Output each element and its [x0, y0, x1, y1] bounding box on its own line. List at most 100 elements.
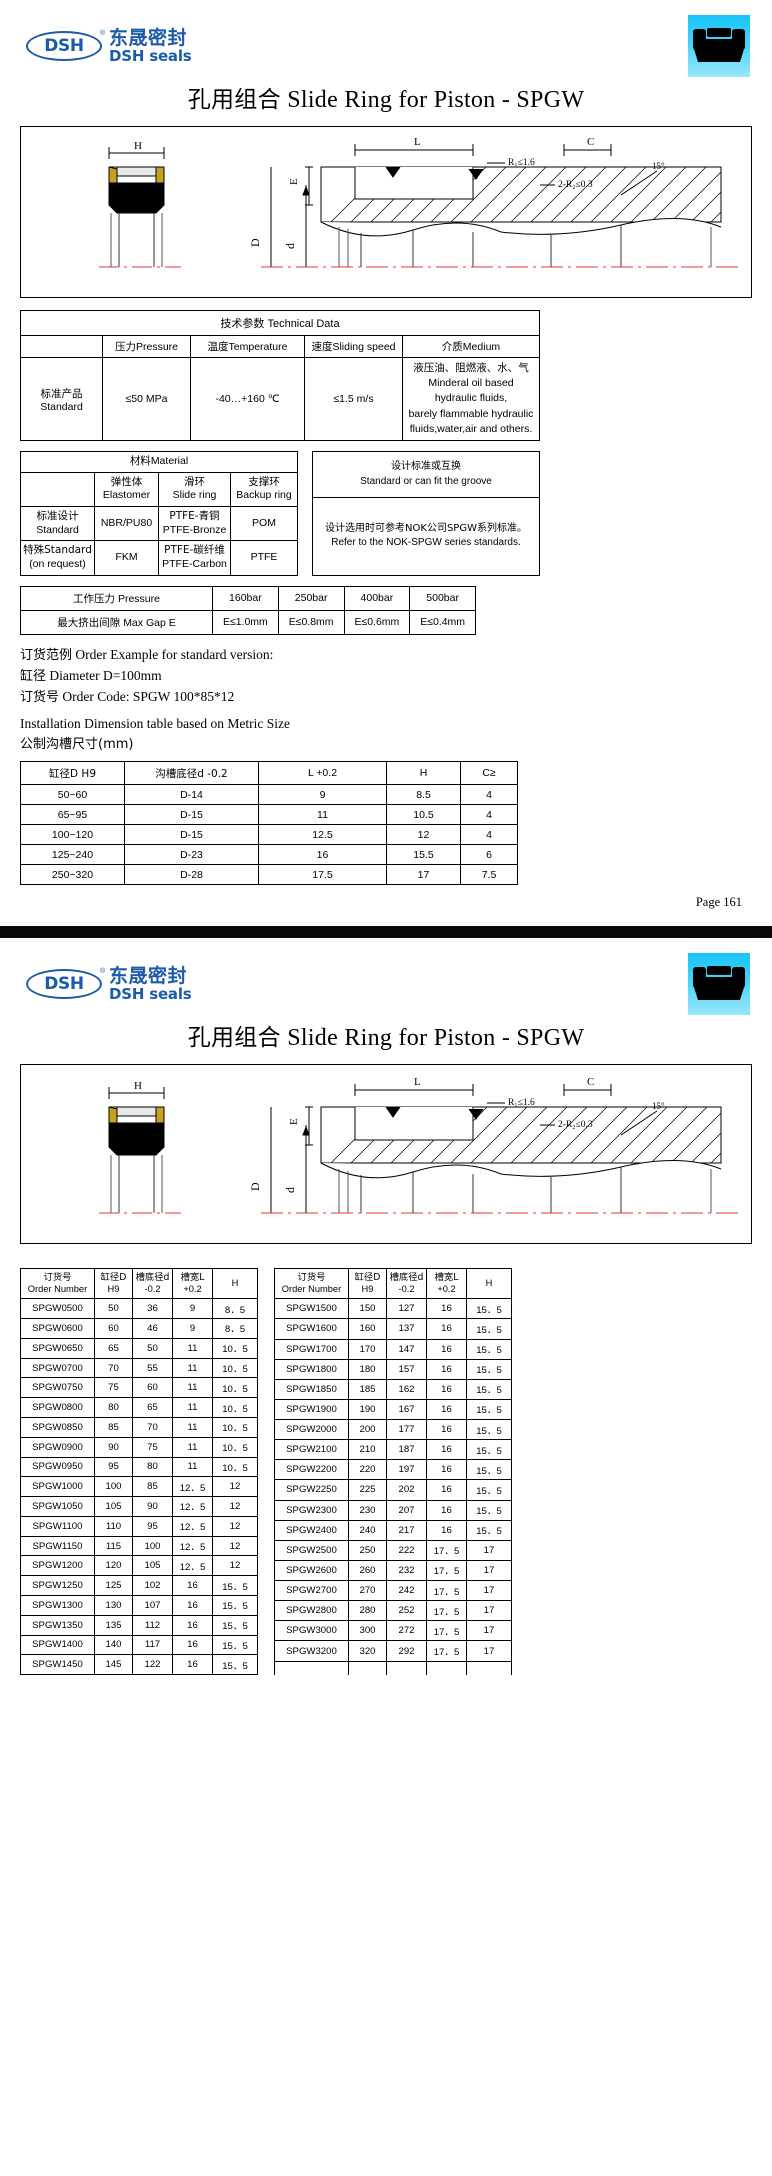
brand-text: 东晟密封 DSH seals	[109, 28, 192, 64]
pn-groove-width: 9	[172, 1298, 213, 1320]
order-example-line-1: 订货范例 Order Example for standard version:	[20, 646, 274, 663]
part-number-table-left: 订货号 Order Number 缸径D H9 槽底径d -0.2 槽宽L +0…	[20, 1268, 258, 1676]
pn-groove-dia: 65	[132, 1397, 173, 1418]
pn-bore: 190	[348, 1398, 387, 1421]
pn-order-number: SPGW1100	[20, 1515, 95, 1537]
max-gap-row-label: 最大挤出间隙 Max Gap E	[20, 609, 213, 635]
pn-h: 12	[212, 1476, 258, 1498]
pn-header-row-left: 订货号 Order Number 缸径D H9 槽底径d -0.2 槽宽L +0…	[20, 1268, 258, 1300]
pn-h: 12	[212, 1496, 258, 1517]
pn-th-h: H	[212, 1268, 258, 1300]
gap-160: E≤1.0mm	[212, 609, 279, 635]
pn-h: 15．5	[212, 1575, 258, 1596]
pn-groove-dia: 100	[132, 1535, 173, 1557]
pn-groove-dia: 207	[386, 1499, 427, 1521]
pn-order-number: SPGW1800	[274, 1358, 349, 1380]
pn-groove-dia: 90	[132, 1496, 173, 1517]
svg-text:d: d	[283, 243, 297, 249]
pn-h: 15．5	[466, 1398, 512, 1421]
pn-bore: 85	[94, 1416, 133, 1438]
technical-data-section: 技术参数 Technical Data 压力Pressure 温度Tempera…	[20, 310, 752, 442]
pn-bore: 130	[94, 1595, 133, 1616]
gap-250: E≤0.8mm	[277, 609, 345, 635]
table-row: 65~95 D-15 11 10.5 4	[20, 804, 518, 826]
pn-groove-dia: 242	[386, 1580, 427, 1602]
dim-th-bore: 缸径D H9	[20, 761, 125, 786]
pn-groove-dia: 85	[132, 1476, 173, 1498]
dim-groove: D-15	[124, 804, 259, 826]
dim-c: 4	[460, 784, 518, 806]
pn-order-number: SPGW2000	[274, 1419, 349, 1441]
table-row: 100~120 D-15 12.5 12 4	[20, 824, 518, 846]
pn-groove-width: 17．5	[426, 1559, 467, 1582]
pn-groove-width: 16	[426, 1298, 467, 1320]
pn-order-number: SPGW1000	[20, 1476, 95, 1498]
pn-h: 12	[212, 1535, 258, 1557]
pn-groove-width: 16	[426, 1398, 467, 1421]
dim-h: 17	[386, 864, 461, 886]
dim-l: 16	[258, 844, 387, 866]
pn-groove-dia: 95	[132, 1515, 173, 1537]
pn-groove-width: 11	[172, 1436, 213, 1458]
pn-groove-dia: 127	[386, 1298, 427, 1320]
pn-groove-width: 16	[426, 1459, 467, 1481]
dsh-mark-text-2: DSH	[44, 974, 84, 995]
pn-groove-dia: 102	[132, 1575, 173, 1596]
pn-groove-dia: 105	[132, 1555, 173, 1577]
mat-th-elastomer: 弹性体 Elastomer	[94, 471, 159, 508]
pn-bore: 75	[94, 1377, 133, 1399]
dim-l: 17.5	[258, 864, 387, 886]
value-medium: 液压油、阻燃液、水、气 Minderal oil based hydraulic…	[402, 356, 540, 442]
pn-bore: 270	[348, 1580, 387, 1602]
pn-groove-width: 17．5	[426, 1620, 467, 1642]
pressure-160: 160bar	[212, 585, 279, 611]
pn-order-number: SPGW0950	[20, 1456, 95, 1478]
pn-bore: 50	[94, 1298, 133, 1320]
svg-text:15°: 15°	[652, 1101, 665, 1111]
pn-groove-width: 16	[172, 1595, 213, 1616]
pn-groove-width: 16	[172, 1634, 213, 1656]
pn-h: 15．5	[212, 1654, 258, 1676]
pn-h: 17	[466, 1559, 512, 1582]
pn-bore: 135	[94, 1614, 133, 1636]
dsh-oval-mark-2: DSH ®	[26, 968, 105, 1000]
pn-groove-width: 16	[426, 1358, 467, 1380]
pn-groove-width: 16	[172, 1614, 213, 1636]
pn-groove-width: 12．5	[172, 1535, 213, 1557]
pn-order-number: SPGW1450	[20, 1654, 95, 1676]
pn-h: 8．5	[212, 1318, 258, 1339]
order-example-line-2: 缸径 Diameter D=100mm	[20, 667, 162, 684]
dim-groove: D-14	[124, 784, 259, 806]
pn-order-number: SPGW2250	[274, 1479, 349, 1501]
pn-bore: 225	[348, 1479, 387, 1501]
pn-groove-dia: 80	[132, 1456, 173, 1478]
pn-bore: 140	[94, 1634, 133, 1656]
dim-groove: D-23	[124, 844, 259, 866]
pn-groove-width: 16	[172, 1575, 213, 1596]
pn-th-groove-width-r: 槽宽L +0.2	[426, 1268, 467, 1300]
pn-order-number: SPGW0900	[20, 1436, 95, 1458]
pn-groove-width: 11	[172, 1377, 213, 1399]
pn-groove-dia: 162	[386, 1378, 427, 1400]
technical-data-table: 技术参数 Technical Data 压力Pressure 温度Tempera…	[20, 310, 540, 442]
pn-order-number: SPGW1700	[274, 1338, 349, 1360]
pressure-gap-table: 工作压力 Pressure 160bar 250bar 400bar 500ba…	[20, 585, 476, 635]
mat-elastomer-special: FKM	[94, 540, 159, 576]
pn-h: 15．5	[466, 1338, 512, 1360]
pn-h: 10．5	[212, 1377, 258, 1399]
pn-groove-dia: 122	[132, 1654, 173, 1676]
mat-elastomer-standard: NBR/PU80	[94, 506, 159, 542]
pn-h: 15．5	[212, 1634, 258, 1656]
pn-groove-width: 17．5	[426, 1600, 467, 1622]
pn-h: 17	[466, 1600, 512, 1622]
